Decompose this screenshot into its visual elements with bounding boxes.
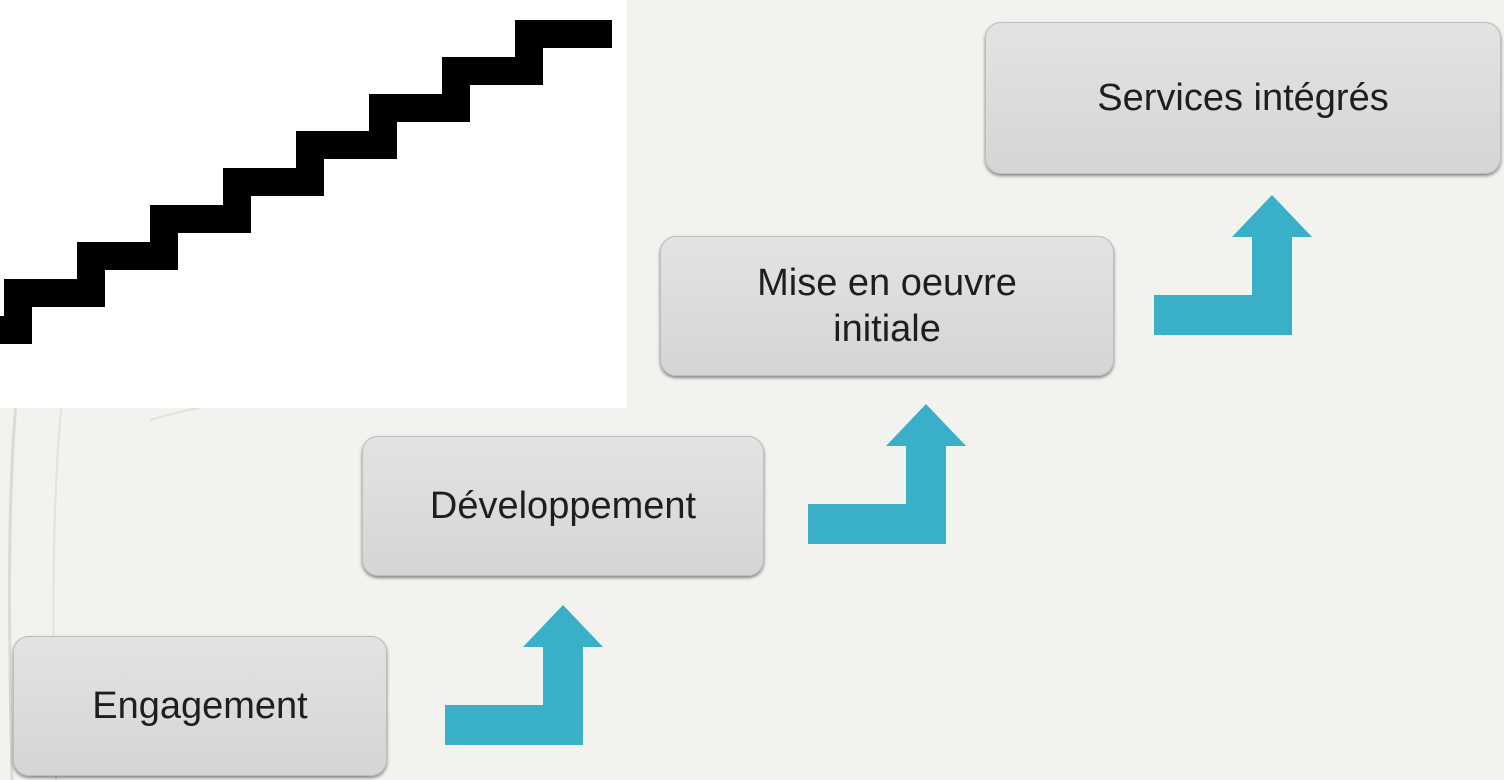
step-engagement: Engagement — [13, 636, 387, 776]
bent-up-arrow-icon — [1154, 195, 1312, 335]
step-mise-en-oeuvre: Mise en oeuvre initiale — [660, 236, 1114, 376]
step-label: Développement — [429, 484, 697, 527]
bent-up-arrow-icon — [445, 605, 603, 745]
bent-up-arrow-icon — [808, 404, 966, 544]
step-label: Mise en oeuvre initiale — [757, 261, 1017, 350]
step-label: Engagement — [92, 684, 308, 727]
step-services-integres: Services intégrés — [985, 22, 1501, 174]
step-label: Services intégrés — [1097, 76, 1389, 119]
staircase-image — [0, 0, 627, 408]
step-developpement: Développement — [362, 436, 764, 576]
staircase-icon — [0, 20, 612, 344]
